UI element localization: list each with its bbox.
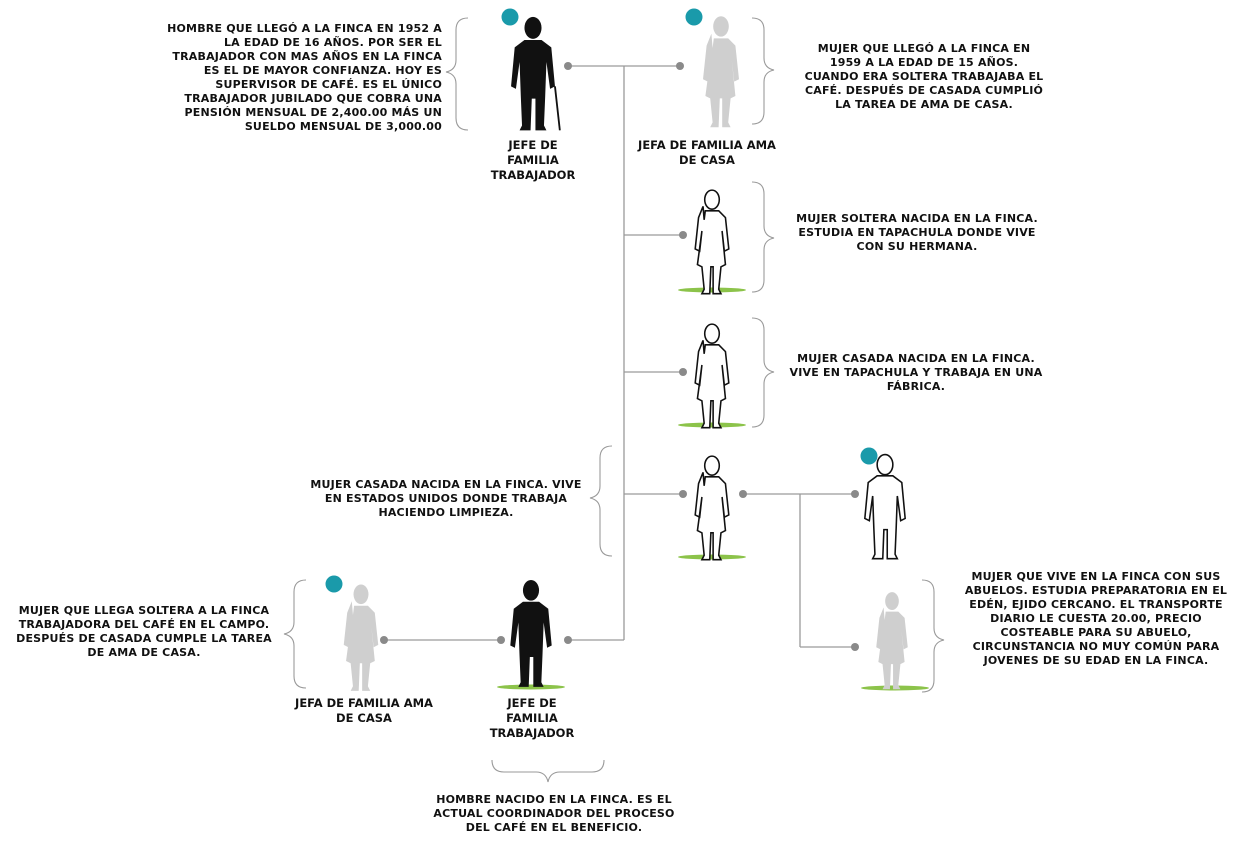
- description-daughter3: Mujer casada nacida en la finca. Vive en…: [310, 478, 582, 519]
- braces: [283, 17, 945, 783]
- connector-dots: [380, 62, 859, 651]
- description-son-wife: Mujer que llega soltera a la finca traba…: [16, 604, 272, 659]
- figure-grandmother: [703, 16, 739, 128]
- figure-son: [510, 579, 552, 687]
- connector-lines: [384, 65, 855, 648]
- figure-granddaughter: [876, 592, 908, 690]
- description-daughter1: Mujer soltera nacida en la finca. Estudi…: [796, 212, 1038, 253]
- label-son-wife: Jefa de familia ama de casa: [295, 696, 433, 725]
- brace-grandmother: [751, 17, 775, 125]
- figure-son-wife: [343, 584, 379, 691]
- figure-grandson: [864, 453, 906, 560]
- brace-daughter3: [589, 445, 613, 557]
- description-son: Hombre nacido en la finca. Es el actual …: [433, 793, 675, 834]
- brace-son-wife: [283, 579, 307, 689]
- description-grandmother: Mujer que llegó a la finca en 1959 a la …: [804, 42, 1044, 111]
- teal-markers: [325, 8, 878, 593]
- brace-daughter2: [751, 317, 775, 428]
- brace-son: [491, 759, 605, 783]
- ground-bases: [497, 287, 929, 691]
- figure-grandfather: [511, 16, 561, 131]
- description-grandfather: Hombre que llegó a la finca en 1952 a la…: [167, 22, 442, 133]
- brace-grandfather: [445, 17, 469, 131]
- description-daughter2: Mujer casada nacida en la finca. Vive en…: [789, 352, 1043, 393]
- figure-daughter1: [694, 189, 730, 295]
- label-son: Jefe de familia trabajador: [489, 696, 575, 740]
- label-grandfather: Jefe de familia trabajador: [490, 138, 576, 182]
- brace-daughter1: [751, 181, 775, 293]
- label-grandmother: Jefa de familia ama de casa: [638, 138, 776, 167]
- description-granddaughter: Mujer que vive en la finca con sus abuel…: [964, 570, 1228, 667]
- figure-daughter2: [694, 323, 730, 429]
- brace-granddaughter: [921, 579, 945, 693]
- figure-daughter3: [694, 455, 730, 561]
